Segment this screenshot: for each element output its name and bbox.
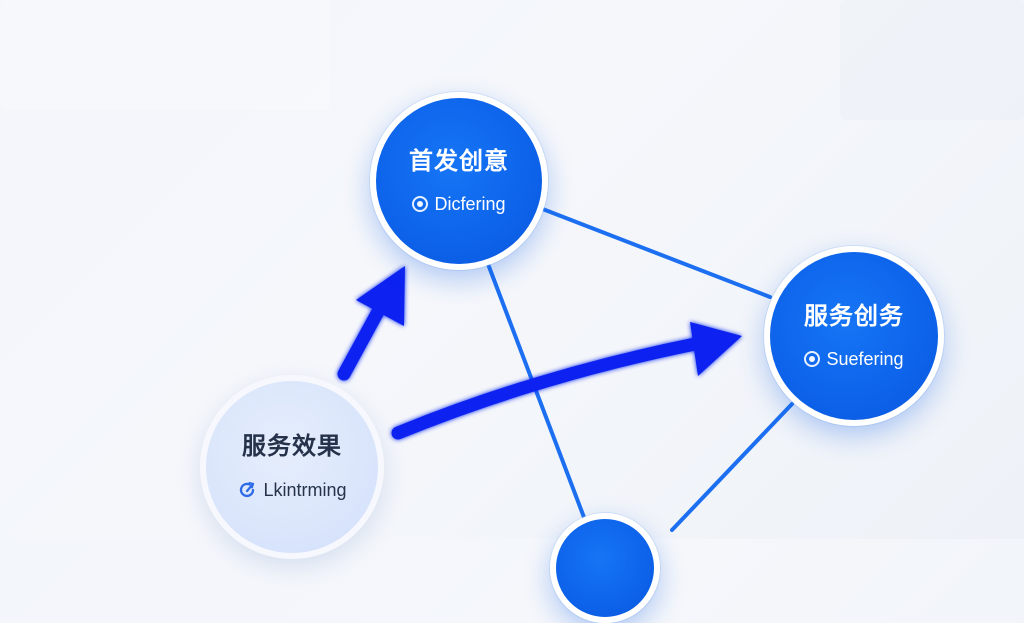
background-panel-right [840, 0, 1024, 120]
node-subtitle: Dicfering [434, 194, 506, 214]
connector-top-right [538, 206, 772, 299]
node-subtitle-row: Lkintrming [237, 480, 347, 500]
arrow-left-to-right-shaft [391, 336, 707, 440]
node-bottom-partial[interactable] [550, 513, 660, 623]
node-title: 服务创务 [804, 302, 904, 330]
node-title: 服务效果 [242, 432, 342, 460]
connector-layer [337, 206, 794, 532]
radio-dot-icon [412, 196, 429, 212]
node-subtitle-row: Dicfering [412, 194, 506, 214]
node-title: 首发创意 [409, 147, 509, 175]
background-panel-left [0, 0, 330, 110]
arrow-left-to-top-head [356, 266, 405, 326]
refresh-icon [240, 482, 255, 498]
radio-dot-icon [804, 351, 821, 367]
node-service-effect[interactable]: 服务效果 Lkintrming [200, 375, 384, 559]
node-service-creative[interactable]: 服务创务 Suefering [764, 246, 944, 426]
connector-right-bottom [670, 402, 794, 532]
node-subtitle: Lkintrming [263, 480, 347, 500]
node-subtitle-row: Suefering [804, 349, 904, 369]
arrow-left-to-top-shaft [337, 301, 387, 381]
arrow-left-to-right-head [690, 322, 742, 376]
connector-top-bottom [486, 262, 587, 522]
node-subtitle: Suefering [826, 349, 904, 369]
node-first-creative[interactable]: 首发创意 Dicfering [370, 92, 548, 270]
